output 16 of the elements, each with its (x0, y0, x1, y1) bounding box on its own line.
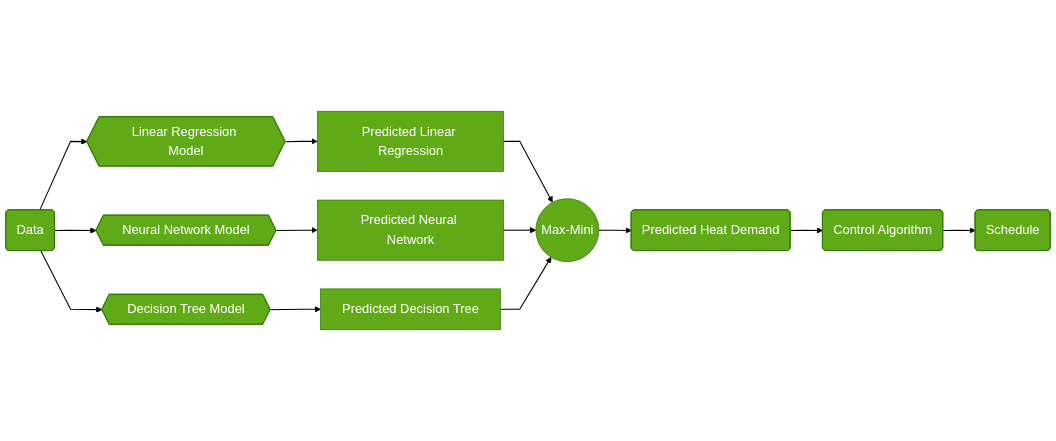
arrow (40, 250, 103, 313)
arrow (284, 138, 318, 145)
arrow (790, 227, 824, 234)
arrow (942, 227, 976, 234)
arrow (39, 138, 88, 211)
node-circle: Max-Mini (535, 198, 600, 263)
arrow (503, 227, 537, 234)
arrow (269, 306, 321, 313)
arrow (54, 227, 97, 234)
arrow (499, 256, 552, 310)
arrow (598, 227, 632, 234)
node-box: Predicted Linear Regression (317, 110, 504, 172)
node-box: Predicted Decision Tree (320, 288, 501, 331)
node-box: Predicted Neural Network (317, 199, 504, 261)
arrow (275, 227, 318, 234)
arrow (503, 140, 553, 203)
